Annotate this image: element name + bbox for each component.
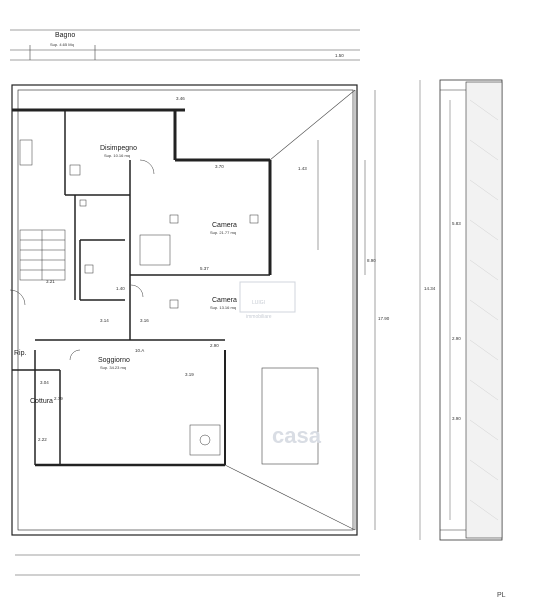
- outer-walls: [11, 84, 358, 536]
- dimension-label: 1.40: [116, 286, 125, 291]
- dimension-label: 10.A: [135, 348, 144, 353]
- dimension-label: 3.16: [140, 318, 149, 323]
- top-dimension-lines: [10, 29, 360, 61]
- dimension-label: 3.14: [100, 318, 109, 323]
- staircase: [19, 229, 66, 281]
- dimension-label: 3.90: [452, 416, 461, 421]
- room-area-bagno: Sup. 4.65 Mq: [50, 42, 74, 47]
- corner-label: PL: [497, 592, 506, 599]
- room-area-disimpegno: Sup. 10.16 mq: [104, 153, 130, 158]
- room-name-camera-2: Camera: [212, 297, 237, 304]
- room-name-rip: Rip.: [14, 350, 27, 357]
- dimension-label: 2.79: [54, 396, 63, 401]
- dimension-label: 3.19: [185, 372, 194, 377]
- dimension-label: 2.90: [210, 343, 219, 348]
- fixtures: [19, 139, 259, 456]
- room-name-bagno: Bagno: [55, 32, 75, 39]
- watermark-logo: LUIGI: [252, 300, 265, 306]
- dimension-label: 5.83: [452, 221, 461, 226]
- interior-walls: [12, 110, 270, 465]
- dimension-label: 14.34: [424, 286, 436, 291]
- dimension-label: 5.37: [200, 266, 209, 271]
- room-area-camera-2: Sup. 13.16 mq: [210, 305, 236, 310]
- dimension-label: 2.22: [38, 437, 47, 442]
- dimension-label: 2.90: [452, 336, 461, 341]
- room-name-disimpegno: Disimpegno: [100, 145, 137, 152]
- bottom-dimension-lines: [15, 554, 360, 576]
- dimension-label: 1.50: [335, 53, 344, 58]
- side-elevation-hatching: [469, 99, 499, 521]
- room-name-camera-1: Camera: [212, 222, 237, 229]
- room-area-soggiorno: Sup. 34.23 mq: [100, 365, 126, 370]
- dimension-label: 3.21: [46, 279, 55, 284]
- room-name-soggiorno: Soggiorno: [98, 357, 130, 364]
- watermark-brand: casa: [272, 423, 322, 448]
- watermark-sub: immobiliare: [246, 314, 272, 320]
- right-dimension-lines: [317, 90, 376, 530]
- dimension-label: 8.90: [367, 258, 376, 263]
- dimension-label: 3.04: [40, 380, 49, 385]
- room-area-camera-1: Sup. 21.77 mq: [210, 230, 236, 235]
- dimension-label: 3.46: [176, 96, 185, 101]
- dimension-label: 1.43: [298, 166, 307, 171]
- terrace-outline: [224, 89, 356, 531]
- watermark: LUIGI immobiliare casa: [239, 281, 322, 448]
- dimension-label: 3.70: [215, 164, 224, 169]
- door-swings: [9, 159, 155, 361]
- dimension-label: 17.90: [378, 316, 390, 321]
- room-name-cottura: Cottura: [30, 398, 53, 405]
